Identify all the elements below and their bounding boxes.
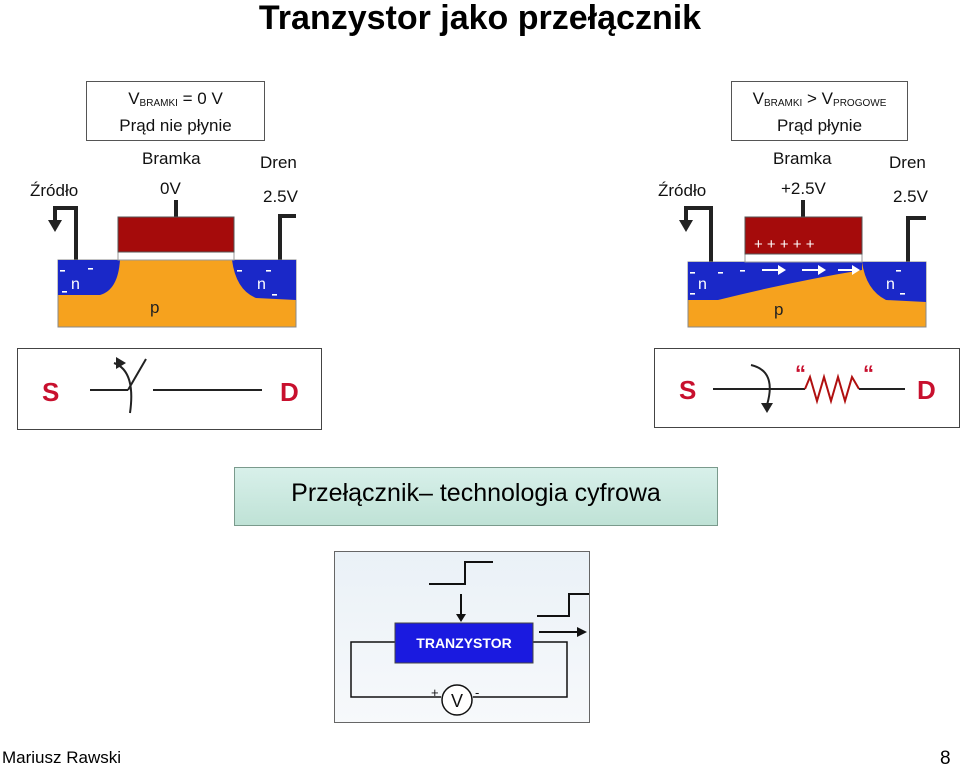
left-state-current: Prąd nie płynie bbox=[119, 116, 232, 135]
left-state-voltage: VBRAMKI = 0 V bbox=[128, 89, 223, 109]
right-n-region-drain bbox=[862, 262, 926, 302]
left-n-region-source bbox=[58, 260, 120, 295]
left-source-label: Źródło bbox=[30, 181, 78, 200]
right-drain-voltage: 2.5V bbox=[893, 187, 929, 206]
transistor-block bbox=[394, 622, 534, 664]
open-switch-s-label: S bbox=[42, 377, 59, 407]
voltmeter-symbol: V bbox=[451, 691, 463, 711]
open-switch-symbol: S D bbox=[42, 357, 299, 414]
open-switch-panel: S D bbox=[17, 348, 322, 430]
right-state-box: VBRAMKI > VPROGOWE Prąd płynie bbox=[731, 81, 908, 141]
right-source-lead bbox=[684, 206, 713, 262]
left-drain-lead bbox=[278, 214, 296, 260]
svg-text:“: “ bbox=[863, 361, 874, 386]
right-p-label: p bbox=[774, 300, 783, 319]
right-gate bbox=[744, 216, 863, 255]
closing-arrow-icon bbox=[761, 403, 773, 413]
left-source-lead bbox=[53, 206, 78, 260]
closed-switch-s-label: S bbox=[679, 375, 696, 405]
transistor-block-diagram: TRANZYSTOR V + - bbox=[350, 561, 597, 716]
footer-author: Mariusz Rawski bbox=[2, 748, 122, 767]
output-step-signal bbox=[537, 593, 597, 617]
transistor-block-panel: TRANZYSTOR V + - bbox=[334, 551, 597, 723]
left-source-arrow-icon bbox=[48, 220, 62, 232]
closed-switch-panel: S “ “ D bbox=[654, 348, 960, 428]
right-gate-voltage: +2.5V bbox=[781, 179, 827, 198]
right-n-label-drain: n bbox=[886, 276, 895, 293]
right-gate-charges: + + + + + bbox=[754, 236, 815, 253]
rotation-arrow-icon bbox=[116, 357, 126, 369]
page-number: 8 bbox=[940, 748, 951, 769]
circuit-wire-right bbox=[473, 641, 568, 698]
left-gate-label: Bramka bbox=[142, 149, 201, 168]
input-step-signal bbox=[429, 561, 493, 585]
resistor-symbol bbox=[804, 373, 860, 405]
right-transistor-diagram: Bramka +2.5V Dren 2.5V Źródło + + + + + … bbox=[658, 149, 929, 328]
svg-text:“: “ bbox=[795, 361, 806, 386]
page-title: Tranzystor jako przełącznik bbox=[258, 0, 702, 37]
input-arrow-icon bbox=[456, 614, 466, 622]
right-electron-flow bbox=[690, 265, 905, 295]
right-source-arrow-icon bbox=[679, 220, 693, 232]
left-gate bbox=[117, 216, 235, 253]
left-n-label-source: n bbox=[71, 276, 80, 293]
voltmeter-plus: + bbox=[431, 685, 439, 700]
left-n-region-drain bbox=[232, 260, 296, 300]
right-drain-label: Dren bbox=[889, 153, 926, 172]
transistor-block-label: TRANZYSTOR bbox=[416, 635, 511, 651]
left-drain-label: Dren bbox=[260, 153, 297, 172]
left-electrons bbox=[60, 268, 277, 296]
voltmeter-icon bbox=[441, 684, 473, 716]
right-state-voltage: VBRAMKI > VPROGOWE bbox=[752, 89, 887, 109]
left-gate-oxide bbox=[117, 251, 235, 261]
right-n-label-source: n bbox=[698, 276, 707, 293]
circuit-wire-left bbox=[350, 641, 441, 698]
right-drain-lead bbox=[906, 216, 926, 262]
closed-switch-symbol: S “ “ D bbox=[679, 361, 936, 413]
left-drain-voltage: 2.5V bbox=[263, 187, 299, 206]
left-gate-voltage: 0V bbox=[160, 179, 181, 198]
voltmeter-minus: - bbox=[475, 685, 479, 700]
left-state-box: VBRAMKI = 0 V Prąd nie płynie bbox=[86, 81, 265, 141]
open-switch-d-label: D bbox=[280, 377, 299, 407]
left-transistor-diagram: Bramka 0V Dren 2.5V Źródło n n p bbox=[30, 149, 299, 328]
digital-technology-banner: Przełącznik– technologia cyfrowa bbox=[234, 467, 718, 526]
right-gate-label: Bramka bbox=[773, 149, 832, 168]
left-n-label-drain: n bbox=[257, 276, 266, 293]
output-arrow-icon bbox=[577, 627, 587, 637]
right-state-current: Prąd płynie bbox=[776, 116, 863, 135]
right-gate-oxide bbox=[744, 253, 863, 263]
right-source-label: Źródło bbox=[658, 181, 706, 200]
closed-switch-d-label: D bbox=[917, 375, 936, 405]
left-p-label: p bbox=[150, 298, 159, 317]
